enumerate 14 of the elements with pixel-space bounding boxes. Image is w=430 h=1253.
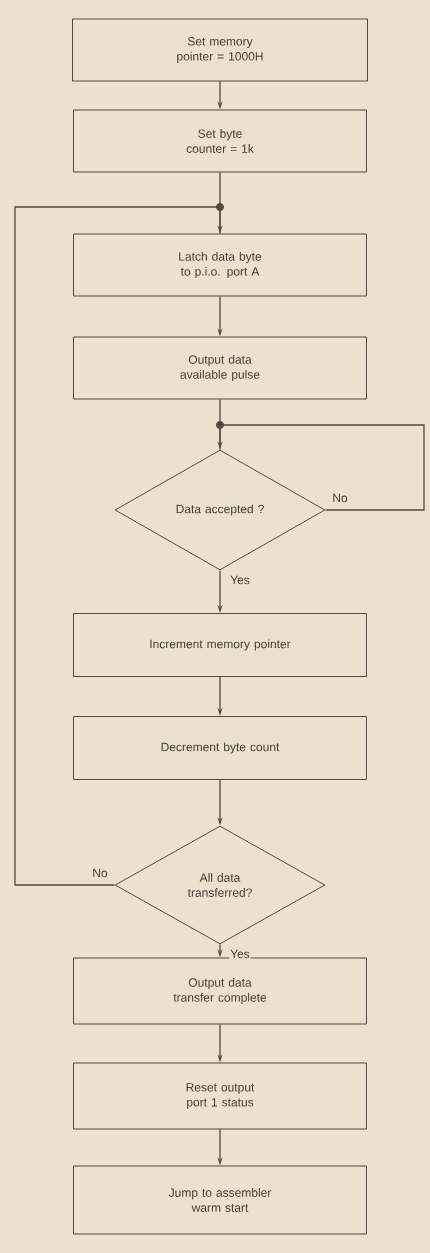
process-box: Decrement byte count xyxy=(73,716,367,780)
process-box: Reset output port 1 status xyxy=(73,1062,367,1130)
arrow xyxy=(14,206,223,886)
edge-label: No xyxy=(331,492,349,504)
edge-label: Yes xyxy=(229,948,251,960)
process-box: Set byte counter = 1k xyxy=(73,109,367,173)
edge-label: Yes xyxy=(229,574,251,586)
process-box: Set memory pointer = 1000H xyxy=(72,18,368,82)
process-box: Latch data byte to p.i.o. port A xyxy=(73,233,367,297)
process-box: Output data available pulse xyxy=(73,336,367,400)
edge-label: No xyxy=(91,867,109,879)
process-box: Jump to assembler warm start xyxy=(73,1165,367,1235)
process-box: Output data transfer complete xyxy=(73,957,367,1025)
process-box: Increment memory pointer xyxy=(73,613,367,677)
